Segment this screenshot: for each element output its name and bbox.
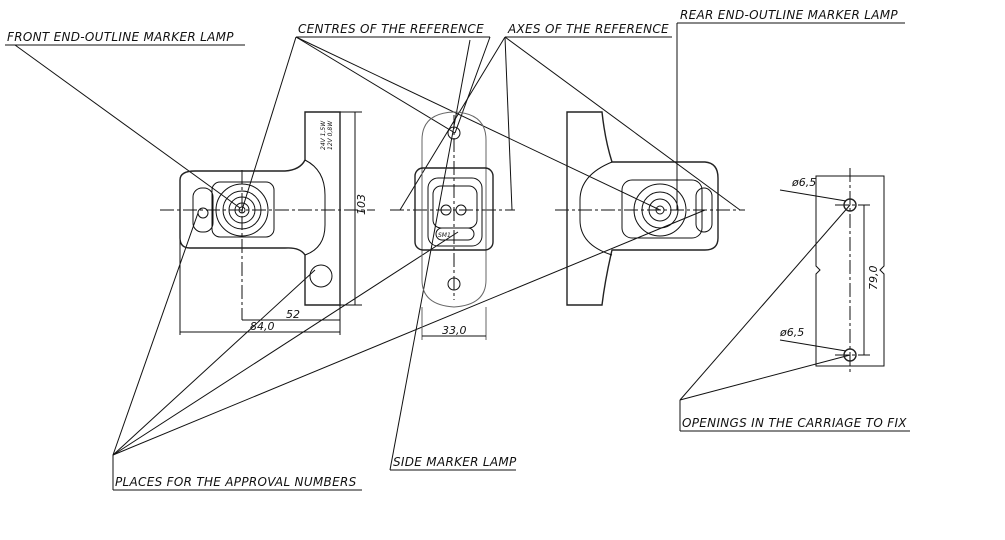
dim-79: 79,0 (867, 266, 880, 291)
rating-text-2: 12V 0,8W (327, 120, 334, 150)
dim-103: 103 (355, 194, 368, 215)
rear-lamp-view (555, 111, 745, 306)
label-front-lamp: FRONT END-OUTLINE MARKER LAMP (7, 30, 234, 44)
label-approval-places: PLACES FOR THE APPROVAL NUMBERS (115, 475, 357, 489)
dim-33: 33,0 (442, 324, 467, 337)
openings-view: ø6,5 ø6,5 79,0 (779, 168, 885, 375)
label-openings: OPENINGS IN THE CARRIAGE TO FIX (682, 416, 907, 430)
front-lamp-view: 24V 1,5W 12V 0,8W 103 52 84,0 (160, 111, 375, 335)
label-centres: CENTRES OF THE REFERENCE (298, 22, 484, 36)
side-lamp-view: SM1 33,0 (390, 111, 515, 340)
rating-text-1: 24V 1,5W (320, 120, 327, 150)
side-code-text: SM1 (438, 232, 451, 239)
dim-84: 84,0 (250, 320, 275, 333)
label-axes: AXES OF THE REFERENCE (507, 22, 669, 36)
dim-hole-top: ø6,5 (791, 176, 816, 189)
dim-52: 52 (286, 308, 300, 321)
label-side-lamp: SIDE MARKER LAMP (393, 455, 517, 469)
label-rear-lamp: REAR END-OUTLINE MARKER LAMP (680, 8, 898, 22)
dim-hole-bottom: ø6,5 (779, 326, 804, 339)
